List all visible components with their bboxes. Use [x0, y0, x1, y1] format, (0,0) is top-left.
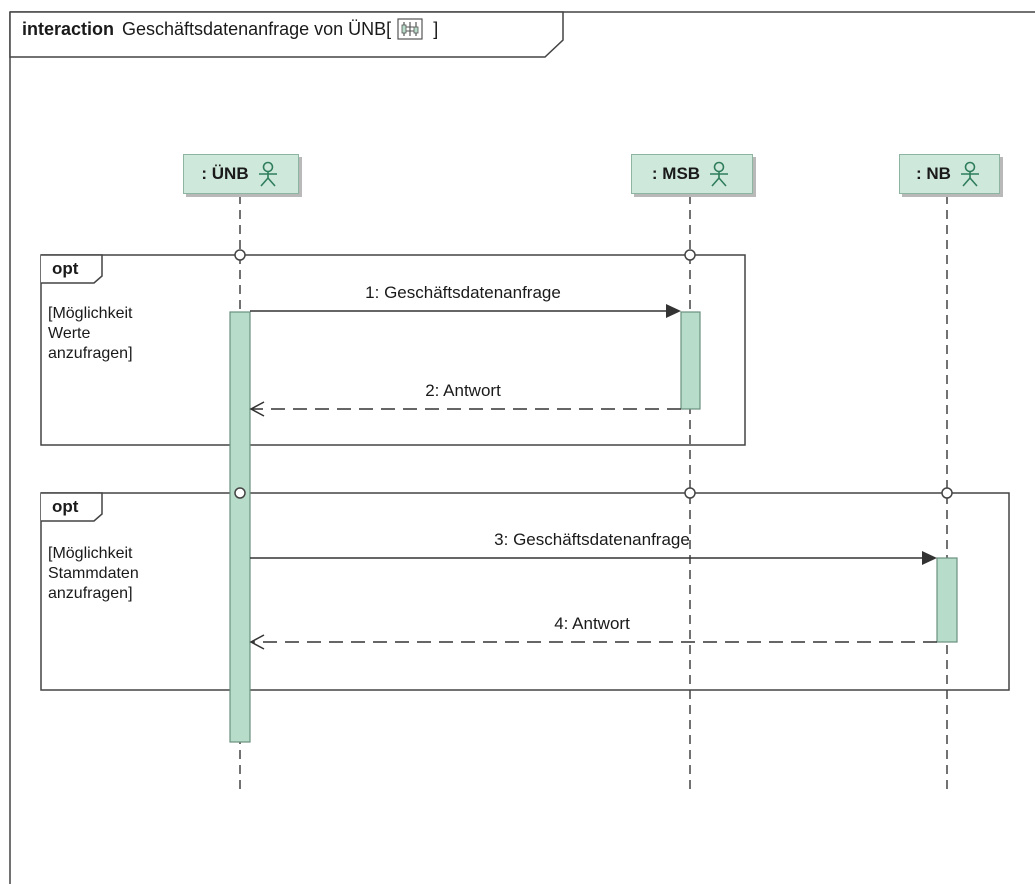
fragment-2-uenb-marker	[234, 487, 246, 499]
message-1-arrowhead	[666, 304, 681, 318]
fragment-1-msb-marker	[684, 249, 696, 261]
activation-msb	[680, 311, 701, 410]
opt-fragment-1-tab	[41, 254, 103, 284]
message-2-label[interactable]: 2: Antwort	[425, 381, 501, 400]
opt-fragment-2	[40, 492, 1010, 691]
lifeline-name-uenb: : ÜNB	[201, 164, 249, 183]
diagram-icon	[397, 18, 423, 40]
lifeline-head-uenb[interactable]: : ÜNB	[183, 154, 299, 194]
activation-uenb	[229, 311, 251, 743]
message-3-arrowhead	[922, 551, 937, 565]
actor-icon	[706, 161, 732, 187]
actor-icon	[957, 161, 983, 187]
frame-bracket-close: ]	[433, 19, 439, 39]
fragment-2-guard: [Möglichkeit Stammdaten anzufragen]	[48, 545, 139, 602]
fragment-1-operator: opt	[52, 259, 79, 278]
fragment-2-msb-marker	[684, 487, 696, 499]
opt-fragment-1	[40, 254, 746, 446]
lifeline-name-msb: : MSB	[651, 164, 701, 183]
fragment-2-operator: opt	[52, 497, 79, 516]
message-2-arrowhead	[249, 401, 265, 417]
message-1-label[interactable]: 1: Geschäftsdatenanfrage	[365, 283, 561, 302]
activation-nb	[936, 557, 958, 643]
frame-keyword: interaction	[22, 19, 115, 39]
interaction-frame-tab	[9, 11, 564, 58]
interaction-frame-title: interaction Geschäftsdatenanfrage von ÜNB…	[22, 18, 438, 40]
message-4-label[interactable]: 4: Antwort	[554, 614, 630, 633]
interaction-frame	[9, 11, 1035, 884]
lifeline-head-msb[interactable]: : MSB	[631, 154, 753, 194]
opt-fragment-2-tab	[41, 492, 103, 522]
frame-name: Geschäftsdatenanfrage von ÜNB	[122, 19, 387, 39]
fragment-1-guard: [Möglichkeit Werte anzufragen]	[48, 305, 133, 362]
message-3-label[interactable]: 3: Geschäftsdatenanfrage	[494, 530, 690, 549]
actor-icon	[255, 161, 281, 187]
message-4-arrowhead	[249, 634, 265, 650]
lifeline-head-nb[interactable]: : NB	[899, 154, 1000, 194]
frame-bracket-open: [	[386, 19, 392, 39]
fragment-1-uenb-marker	[234, 249, 246, 261]
lifeline-name-nb: : NB	[916, 164, 951, 183]
fragment-2-nb-marker	[941, 487, 953, 499]
